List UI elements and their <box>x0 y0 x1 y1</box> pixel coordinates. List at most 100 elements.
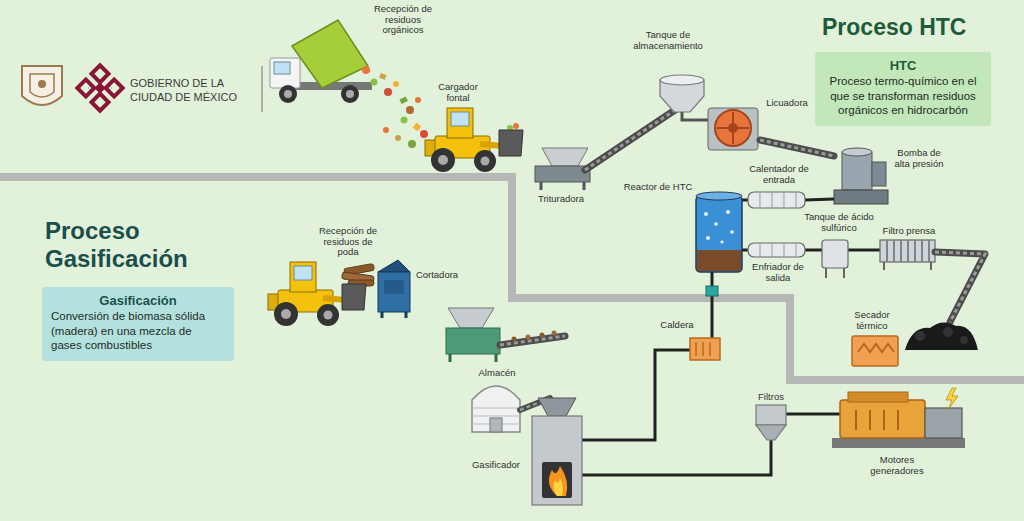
front-loader <box>268 262 366 326</box>
filter-press <box>914 240 916 262</box>
equipment-label: Motores generadores <box>860 455 934 476</box>
htc-reactor <box>697 250 741 271</box>
government-logo <box>38 80 46 88</box>
equipment-label: Gasificador <box>466 460 526 471</box>
conveyor-belt <box>760 140 834 156</box>
blender <box>717 127 749 129</box>
inlet-heater <box>748 192 805 208</box>
inlet-heater <box>760 192 761 208</box>
thermal-dryer <box>852 336 898 366</box>
inlet-heater <box>796 192 797 208</box>
organic-waste <box>401 117 408 124</box>
dump-truck <box>292 20 368 88</box>
inlet-heater <box>784 192 785 208</box>
boiler <box>695 342 697 356</box>
organic-waste <box>362 66 370 74</box>
htc-reactor <box>696 192 742 200</box>
equipment-label: Filtros <box>748 392 794 403</box>
generator-engine <box>869 410 871 430</box>
equipment-label: Calentador de entrada <box>744 164 814 185</box>
government-logo <box>77 80 94 97</box>
high-pressure-pump <box>842 152 872 190</box>
conveyor-belt <box>552 331 557 336</box>
gasifier <box>549 466 567 496</box>
conveyor-belt <box>500 331 565 346</box>
equipment-label: Bomba de alta presión <box>890 148 948 169</box>
chip-hopper <box>446 328 500 354</box>
wood-cutter <box>378 272 410 312</box>
process-pipes <box>582 350 690 440</box>
logo-text: GOBIERNO DE LA CIUDAD DE MÉXICO <box>130 76 258 105</box>
htc-reactor <box>704 212 708 216</box>
wood-cutter <box>384 280 404 294</box>
filter-press <box>930 262 932 270</box>
filter-press <box>907 240 909 262</box>
high-pressure-pump <box>834 190 888 204</box>
conveyor-belt <box>540 333 545 338</box>
region-title: Proceso Gasificación <box>45 217 250 272</box>
equipment-label: Almacén <box>474 368 520 379</box>
thermal-dryer <box>852 336 898 366</box>
gas-filters <box>756 425 786 440</box>
filter-press <box>928 240 930 262</box>
gasifier <box>542 462 572 498</box>
conveyor-belt <box>585 108 678 170</box>
government-logo <box>22 65 262 112</box>
conveyor-belt <box>585 108 678 170</box>
equipment-label: Recepción de residuos orgánicos <box>372 4 434 36</box>
dump-truck <box>270 58 300 88</box>
front-loader <box>425 108 523 172</box>
organic-waste <box>420 130 428 138</box>
htc-reactor <box>726 210 730 214</box>
blender <box>708 108 758 150</box>
government-logo <box>92 65 109 82</box>
filter-press <box>886 240 888 262</box>
generator-engine <box>946 388 958 410</box>
conveyor-belt <box>526 335 531 340</box>
htc-reactor <box>706 286 718 296</box>
storage-tank <box>660 75 708 120</box>
boiler <box>702 342 704 356</box>
definition-box: GasificaciónConversión de biomasa sólida… <box>42 287 234 361</box>
blender <box>715 110 751 146</box>
gas-filters <box>756 405 786 425</box>
storage-silo <box>490 418 502 432</box>
hydrochar-pile <box>943 327 953 337</box>
region-boundary <box>0 177 1024 380</box>
equipment-label: Tanque de ácido sulfúrico <box>804 212 874 233</box>
shredder <box>542 148 588 166</box>
outlet-cooler <box>760 243 761 257</box>
region-shape <box>0 0 1024 380</box>
generator-engine <box>832 438 965 448</box>
equipment-label: Licuadora <box>762 98 812 109</box>
wood-cutter <box>378 260 410 318</box>
inlet-heater <box>772 192 773 208</box>
generator-engine <box>848 392 908 402</box>
generator-engine <box>883 410 885 430</box>
organic-waste <box>395 135 401 141</box>
government-logo <box>77 65 122 110</box>
front-loader <box>268 262 366 326</box>
pruning-logs <box>342 263 375 286</box>
conveyor-belt <box>512 337 517 342</box>
acid-tank <box>843 268 845 278</box>
filter-press <box>900 240 902 262</box>
organic-waste <box>513 123 519 129</box>
region-boundary <box>0 177 1024 380</box>
wood-cutter <box>378 260 410 272</box>
dump-truck <box>346 90 354 98</box>
process-pipes <box>711 272 714 338</box>
equipment-label: Cortadora <box>412 270 462 281</box>
chip-hopper <box>446 308 500 362</box>
outlet-cooler <box>784 243 785 257</box>
process-pipes <box>742 249 748 252</box>
conveyor-belt <box>500 336 565 345</box>
organic-waste <box>408 140 416 148</box>
generator-engine <box>897 410 899 430</box>
gas-filters <box>756 405 786 440</box>
chip-hopper <box>448 308 494 328</box>
process-pipes <box>805 199 834 200</box>
organic-waste <box>383 127 389 133</box>
htc-reactor <box>696 196 742 272</box>
